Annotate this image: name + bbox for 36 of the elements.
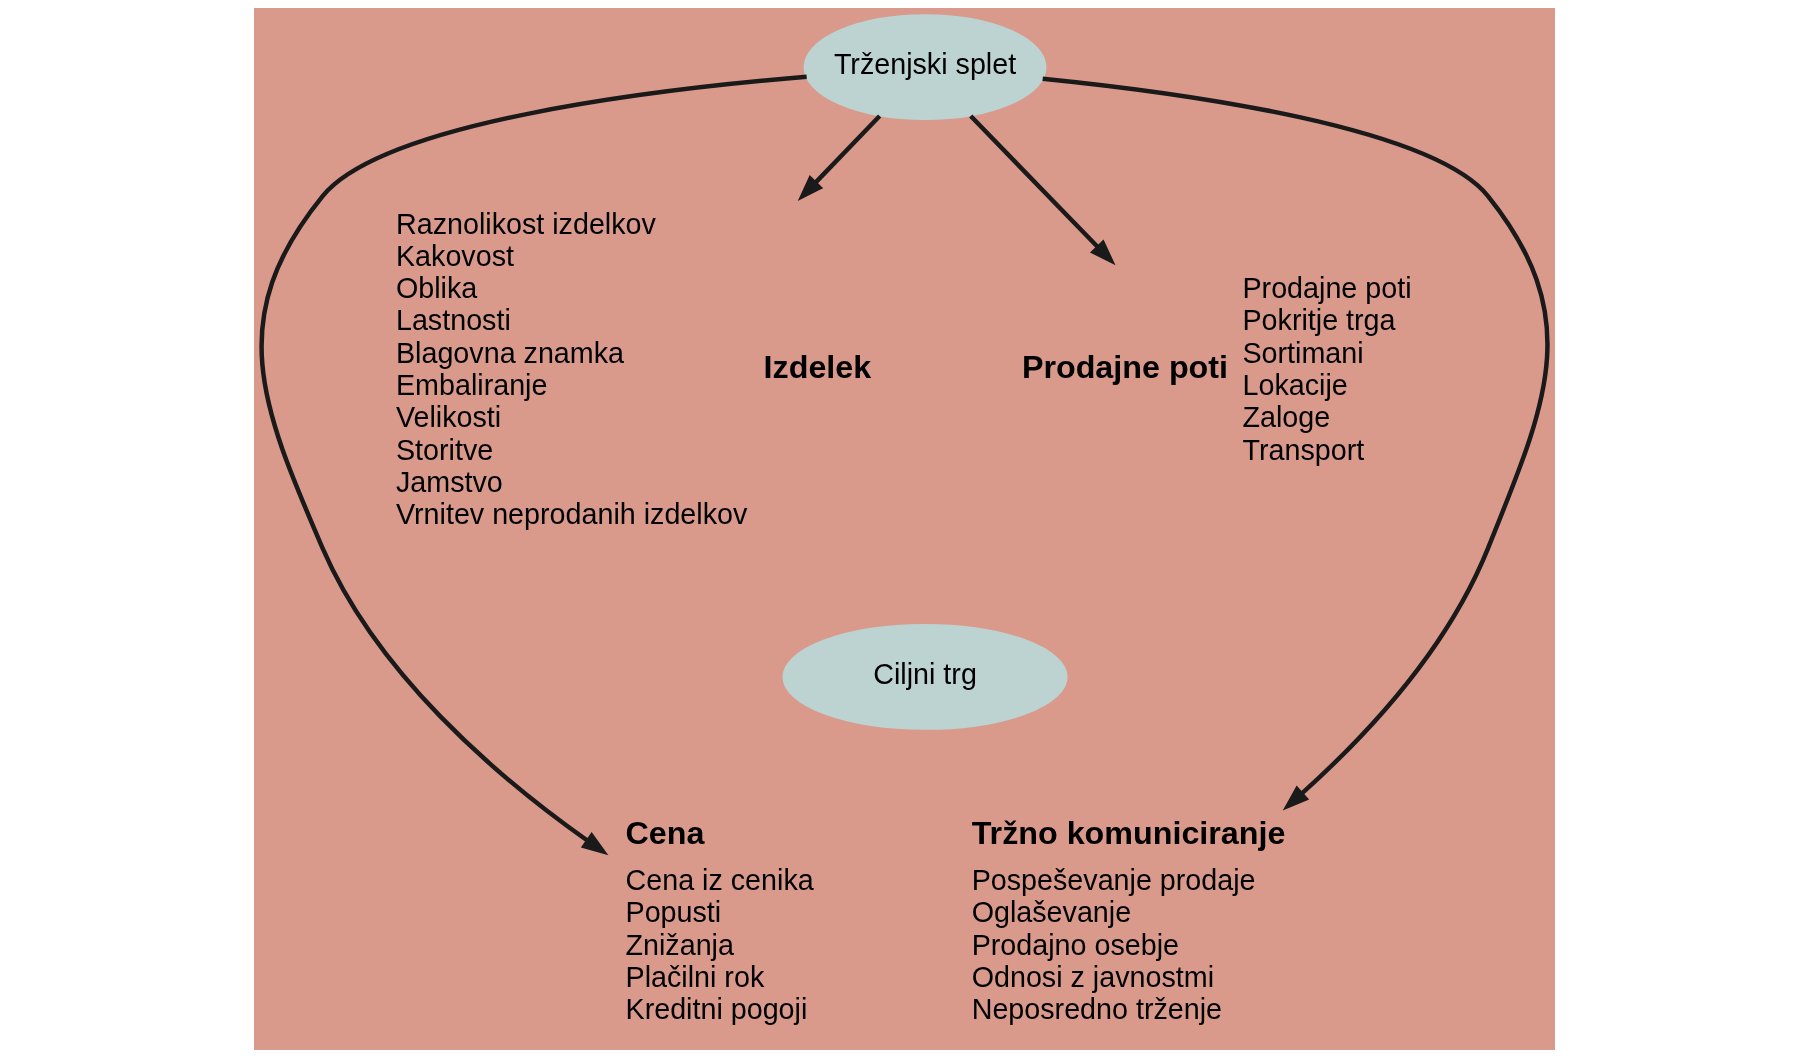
node-label: Odnosi z javnostmi xyxy=(971,960,1214,993)
node-label: Velikosti xyxy=(395,401,501,434)
node-label: Znižanja xyxy=(625,928,734,961)
node-label: Oblika xyxy=(395,272,477,305)
node-label: Raznolikost izdelkov xyxy=(395,207,656,240)
arrow xyxy=(259,74,807,856)
node-label: Plačilni rok xyxy=(625,960,764,993)
node-label: Kreditni pogoji xyxy=(625,993,807,1026)
node-text: Izdelek xyxy=(763,349,871,386)
node-label: Transport xyxy=(1241,433,1364,466)
node-ellipse: Trženjski splet xyxy=(803,14,1047,121)
node-label: Vrnitev neprodanih izdelkov xyxy=(395,498,747,531)
node-ellipse: Ciljni trg xyxy=(781,624,1068,730)
arrow xyxy=(797,114,881,201)
node-label: Pokritje trga xyxy=(1241,304,1396,337)
node-label: Pospeševanje prodaje xyxy=(971,864,1256,897)
node-label: Jamstvo xyxy=(395,465,503,498)
node-label: Sortimani xyxy=(1241,336,1364,369)
node-label: Zaloge xyxy=(1241,401,1330,434)
arrow xyxy=(968,114,1116,266)
node-label: Popusti xyxy=(625,896,721,929)
arrow xyxy=(1041,76,1549,811)
node-label: Kakovost xyxy=(395,239,514,272)
node-label: Embaliranje xyxy=(395,369,547,402)
node-label: Lokacije xyxy=(1241,369,1348,402)
node-text: Tržno komuniciranje xyxy=(971,815,1285,852)
node-text: Cena xyxy=(625,815,704,852)
node-label: Storitve xyxy=(395,433,493,466)
node-label: Prodajne poti xyxy=(1241,272,1412,305)
node-label: Lastnosti xyxy=(395,304,511,337)
node-label: Neposredno trženje xyxy=(971,993,1222,1026)
node-text: Prodajne poti xyxy=(1021,349,1228,386)
node-label: Blagovna znamka xyxy=(395,336,624,369)
node-label: Oglaševanje xyxy=(971,896,1131,929)
node-label: Cena iz cenika xyxy=(625,864,814,897)
node-label: Prodajno osebje xyxy=(971,928,1179,961)
